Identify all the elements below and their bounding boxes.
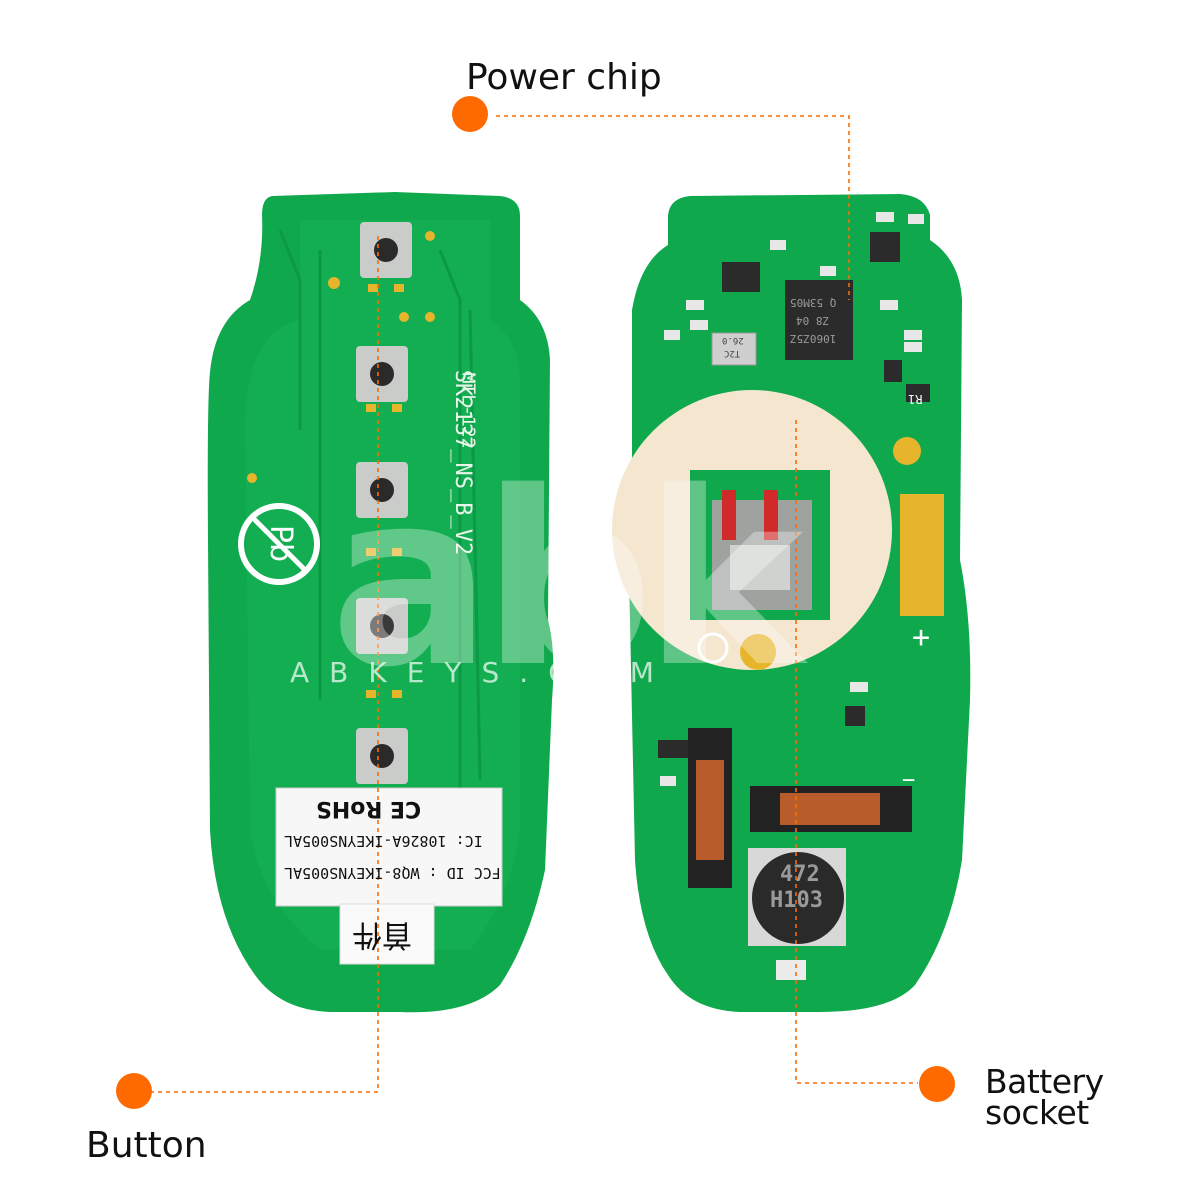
crystal	[711, 332, 757, 366]
crystal-marking-1: 26.0	[722, 335, 744, 345]
silkscreen-mtl: MTL-122	[457, 372, 479, 449]
sticker-ic-line: IC: 10826A-IKEYNS005AL	[284, 832, 483, 850]
minus-sign: −	[902, 768, 916, 793]
sticker-tag: 首件	[352, 917, 412, 952]
lf-coil-horizontal	[750, 786, 912, 832]
battery-negative-contact	[697, 632, 729, 664]
watermark-logo: abk	[330, 440, 803, 720]
lf-coil-vertical	[688, 728, 732, 888]
tact-button-1	[360, 222, 412, 278]
callout-label-battery-socket: Battery socket	[985, 1062, 1104, 1132]
tact-button-5	[356, 728, 408, 784]
callout-dot-battery	[919, 1066, 955, 1102]
tact-button-3	[356, 462, 408, 518]
inductor-marking-2: H103	[770, 888, 823, 913]
callout-lines	[134, 115, 918, 1093]
callout-label-button: Button	[86, 1125, 207, 1166]
solder-pads	[247, 231, 435, 698]
callout-label-battery-line2: socket	[985, 1093, 1089, 1132]
chip-marking-2: Z8 04	[796, 314, 830, 327]
pb-free-label: Pb	[263, 524, 299, 563]
r1-label: R1	[908, 392, 923, 406]
right-pcb-board	[612, 194, 971, 1012]
gold-contact-strip	[900, 494, 944, 616]
callout-dot-button	[116, 1073, 152, 1109]
chip-marking-1: Q 53M05	[790, 296, 837, 309]
smd-components	[658, 232, 930, 758]
power-inductor	[748, 848, 846, 946]
smd-resistors	[660, 212, 924, 786]
watermark-url: ABKEYS.COM	[290, 656, 674, 689]
inductor-marking-1: 472	[780, 862, 820, 887]
pb-free-symbol	[238, 503, 320, 585]
tact-button-2	[356, 346, 408, 402]
fcc-label-sticker	[275, 787, 503, 965]
plus-sign: +	[912, 620, 931, 655]
chip-marking-3: 1060Z5Z	[790, 332, 837, 345]
left-pcb-board	[207, 192, 554, 1013]
sticker-fcc-line: FCC ID : WQ8-IKEYNS005AL	[284, 864, 501, 882]
callout-dot-power	[452, 96, 488, 132]
power-chip	[785, 280, 853, 360]
sticker-certs: CE RoHS	[316, 796, 422, 821]
callout-label-power-chip: Power chip	[466, 57, 662, 98]
crystal-marking-2: T2C	[724, 348, 741, 358]
tact-button-4	[356, 598, 408, 654]
callout-label-battery-line1: Battery	[985, 1062, 1104, 1101]
